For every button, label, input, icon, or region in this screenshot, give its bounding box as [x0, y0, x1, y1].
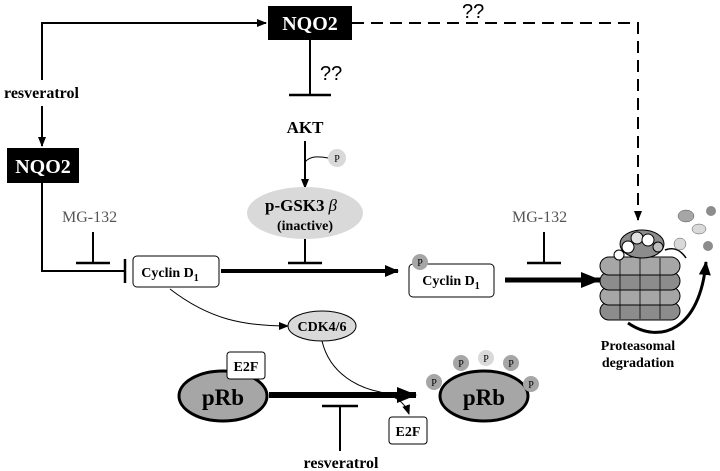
cyclin-d1-box-left: Cyclin D1 — [132, 255, 220, 288]
unknown-top-label: ?? — [462, 1, 484, 23]
cdk46-ellipse: CDK4/6 — [287, 310, 357, 342]
prb-right-label: pRb — [463, 385, 505, 410]
prb-left-label: pRb — [202, 385, 244, 410]
resveratrol-to-nqo2-arrow — [41, 19, 267, 80]
cdk46-label: CDK4/6 — [298, 320, 347, 335]
prb-phosphate-groups: P P P P P — [426, 350, 539, 392]
phosphate-label: P — [508, 359, 514, 370]
phosphate-label: P — [458, 359, 464, 370]
e2f-released-label: E2F — [396, 425, 421, 440]
degradation-curved-arrow — [627, 261, 711, 334]
phosphate-circle: P — [478, 350, 494, 366]
phosphate-label: P — [528, 380, 534, 391]
nqo2-top-label: NQO2 — [282, 13, 338, 35]
mg132-right-label: MG-132 — [512, 209, 567, 226]
cdk-to-prb-arrow — [321, 340, 381, 393]
akt-label: AKT — [287, 118, 325, 137]
phosphate-circle-cyclin: P — [412, 254, 428, 270]
phosphate-label: P — [483, 354, 489, 365]
proteasomal-label: Proteasomal — [601, 339, 675, 354]
phosphate-circle: P — [426, 374, 442, 390]
cyclin-d1-left-label: Cyclin D1 — [141, 266, 199, 284]
resveratrol-left-label: resveratrol — [4, 85, 79, 102]
proteasome-icon — [599, 229, 687, 321]
nqo2-left-box: NQO2 — [7, 148, 79, 183]
nqo2-left-label: NQO2 — [15, 156, 71, 178]
resveratrol-bottom-label: resveratrol — [304, 455, 379, 471]
prb-left-ellipse: pRb — [177, 369, 269, 423]
unknown-mid-label: ?? — [320, 63, 342, 85]
degradation-fragments-icon — [673, 206, 716, 251]
degradation-label: degradation — [602, 356, 675, 371]
e2f-release-arrow — [379, 391, 410, 415]
phosphate-label: P — [334, 154, 340, 165]
nqo2-top-box: NQO2 — [268, 6, 352, 40]
cyclin-to-cdk-arrow — [169, 288, 289, 330]
phosphate-circle-gsk3: P — [328, 149, 346, 167]
phosphate-circle: P — [523, 376, 539, 392]
mg132-left-label: MG-132 — [62, 209, 117, 226]
e2f-box-left: E2F — [226, 351, 266, 380]
e2f-left-label: E2F — [234, 360, 259, 375]
phosphate-label: P — [431, 378, 437, 389]
cyclin-d1-box-right: Cyclin D1 — [408, 263, 495, 298]
phosphate-label: P — [417, 258, 423, 269]
phosphate-curve — [304, 156, 329, 163]
e2f-box-released: E2F — [388, 416, 428, 445]
prb-phosphorylated-ellipse: pRb — [438, 369, 530, 423]
cyclin-d1-right-label: Cyclin D1 — [422, 274, 480, 292]
nqo2-inhibits-cyclin-line — [41, 183, 124, 272]
inactive-label: (inactive) — [277, 219, 333, 234]
phosphate-circle: P — [453, 355, 469, 371]
phosphate-circle: P — [503, 355, 519, 371]
nqo2-to-proteasome-dashed — [352, 22, 642, 221]
